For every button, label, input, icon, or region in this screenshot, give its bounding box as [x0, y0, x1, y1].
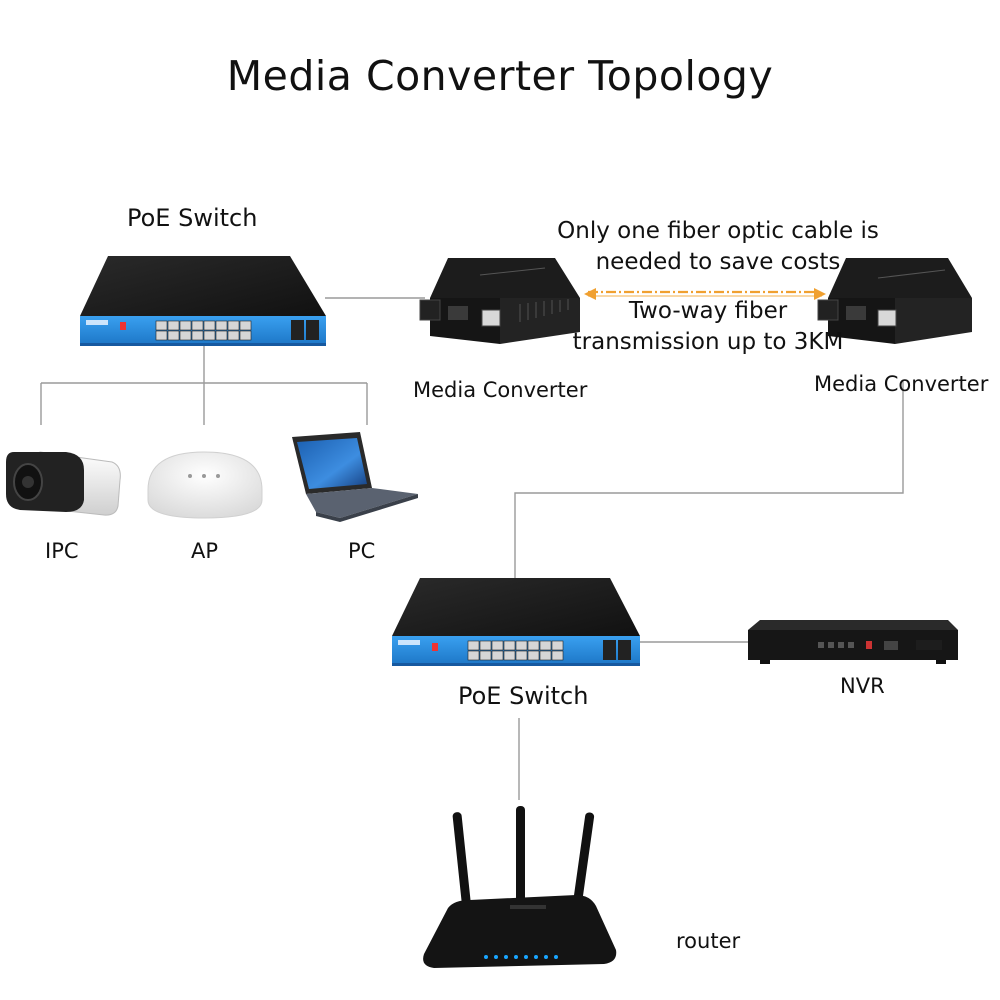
fiber-range-note: Two-way fiber transmission up to 3KM: [548, 296, 868, 358]
pc-label: PC: [348, 539, 376, 563]
media-converter-right-label: Media Converter: [814, 372, 989, 396]
media-converter-left-label: Media Converter: [413, 378, 588, 402]
media-converter-icon: [817, 258, 972, 344]
nvr-label: NVR: [840, 674, 885, 698]
ip-camera-icon: [6, 451, 121, 516]
poe-switch-top-label: PoE Switch: [127, 204, 258, 232]
fiber-range-note-line1: Two-way fiber: [628, 298, 788, 324]
ipc-label: IPC: [45, 539, 79, 563]
poe-switch-bottom-label: PoE Switch: [458, 682, 589, 710]
access-point-icon: [147, 451, 263, 519]
poe-switch-icon: [392, 578, 640, 666]
fiber-range-note-line2: transmission up to 3KM: [572, 329, 844, 355]
link-converter-to-bottom-switch: [514, 380, 904, 578]
router-label: router: [676, 929, 741, 953]
nvr-icon: [748, 620, 958, 664]
laptop-icon: [292, 432, 418, 522]
poe-switch-icon: [80, 256, 326, 346]
fiber-cost-note-line1: Only one fiber optic cable is: [557, 218, 879, 244]
media-converter-icon: [419, 258, 580, 344]
ap-label: AP: [191, 539, 219, 563]
connection-lines: [40, 297, 904, 800]
fiber-link-arrow: [584, 288, 826, 300]
fiber-cost-note: Only one fiber optic cable is needed to …: [548, 216, 888, 278]
router-icon: [423, 806, 617, 968]
fiber-cost-note-line2: needed to save costs: [595, 249, 841, 275]
page-title: Media Converter Topology: [226, 52, 774, 100]
